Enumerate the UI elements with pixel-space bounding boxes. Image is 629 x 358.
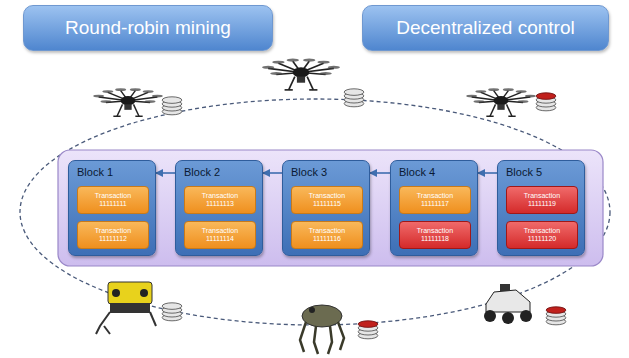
transaction-text: Transaction 11111120 xyxy=(511,227,573,243)
block-box: Block 1 Transaction 11111111Transaction 1… xyxy=(68,160,156,256)
transaction-box: Transaction 11111112 xyxy=(77,221,149,249)
transaction-box: Transaction 11111114 xyxy=(184,221,256,249)
header-box: Decentralized control xyxy=(362,5,609,51)
block-box: Block 2 Transaction 11111113Transaction 1… xyxy=(175,160,263,256)
transaction-box: Transaction 11111117 xyxy=(399,186,471,214)
header-text: Decentralized control xyxy=(396,17,574,39)
coin-stack xyxy=(546,307,566,325)
transaction-box: Transaction 11111115 xyxy=(291,186,363,214)
transaction-text: Transaction 11111117 xyxy=(404,192,466,208)
network-ring xyxy=(20,99,610,325)
block-box: Block 5 Transaction 11111119Transaction 1… xyxy=(497,160,585,256)
transaction-box: Transaction 11111111 xyxy=(77,186,149,214)
transaction-text: Transaction 11111118 xyxy=(404,227,466,243)
coin-stack xyxy=(344,89,364,107)
transaction-box: Transaction 11111119 xyxy=(506,186,578,214)
block-title: Block 5 xyxy=(506,166,542,178)
transaction-text: Transaction 11111115 xyxy=(296,192,358,208)
block-box: Block 3 Transaction 11111115Transaction 1… xyxy=(282,160,370,256)
transaction-text: Transaction 11111112 xyxy=(82,227,144,243)
header-box: Round-robin mining xyxy=(23,5,273,51)
header-text: Round-robin mining xyxy=(65,17,231,39)
chain-arrow xyxy=(478,172,497,174)
coin-stack xyxy=(162,97,182,115)
drone-icon xyxy=(93,88,163,116)
coin-stack xyxy=(162,303,182,321)
coin-stack xyxy=(358,321,378,339)
drone-icon xyxy=(262,59,340,90)
chain-arrow xyxy=(156,172,175,174)
drone-icon xyxy=(466,88,536,116)
transaction-text: Transaction 11111116 xyxy=(296,227,358,243)
coin-stack xyxy=(536,93,556,111)
transaction-text: Transaction 11111114 xyxy=(189,227,251,243)
transaction-box: Transaction 11111118 xyxy=(399,221,471,249)
ground-rover xyxy=(484,284,532,324)
block-box: Block 4 Transaction 11111117Transaction 1… xyxy=(390,160,478,256)
transaction-box: Transaction 11111116 xyxy=(291,221,363,249)
chain-panel xyxy=(58,150,603,266)
chain-arrow xyxy=(370,172,390,174)
block-title: Block 1 xyxy=(77,166,113,178)
transaction-text: Transaction 11111119 xyxy=(511,192,573,208)
transaction-box: Transaction 11111120 xyxy=(506,221,578,249)
transaction-text: Transaction 11111113 xyxy=(189,192,251,208)
chain-arrow xyxy=(263,172,282,174)
legged-robot xyxy=(300,305,344,354)
block-title: Block 3 xyxy=(291,166,327,178)
underwater-robot xyxy=(96,282,156,334)
transaction-text: Transaction 11111111 xyxy=(82,192,144,208)
block-title: Block 2 xyxy=(184,166,220,178)
transaction-box: Transaction 11111113 xyxy=(184,186,256,214)
block-title: Block 4 xyxy=(399,166,435,178)
